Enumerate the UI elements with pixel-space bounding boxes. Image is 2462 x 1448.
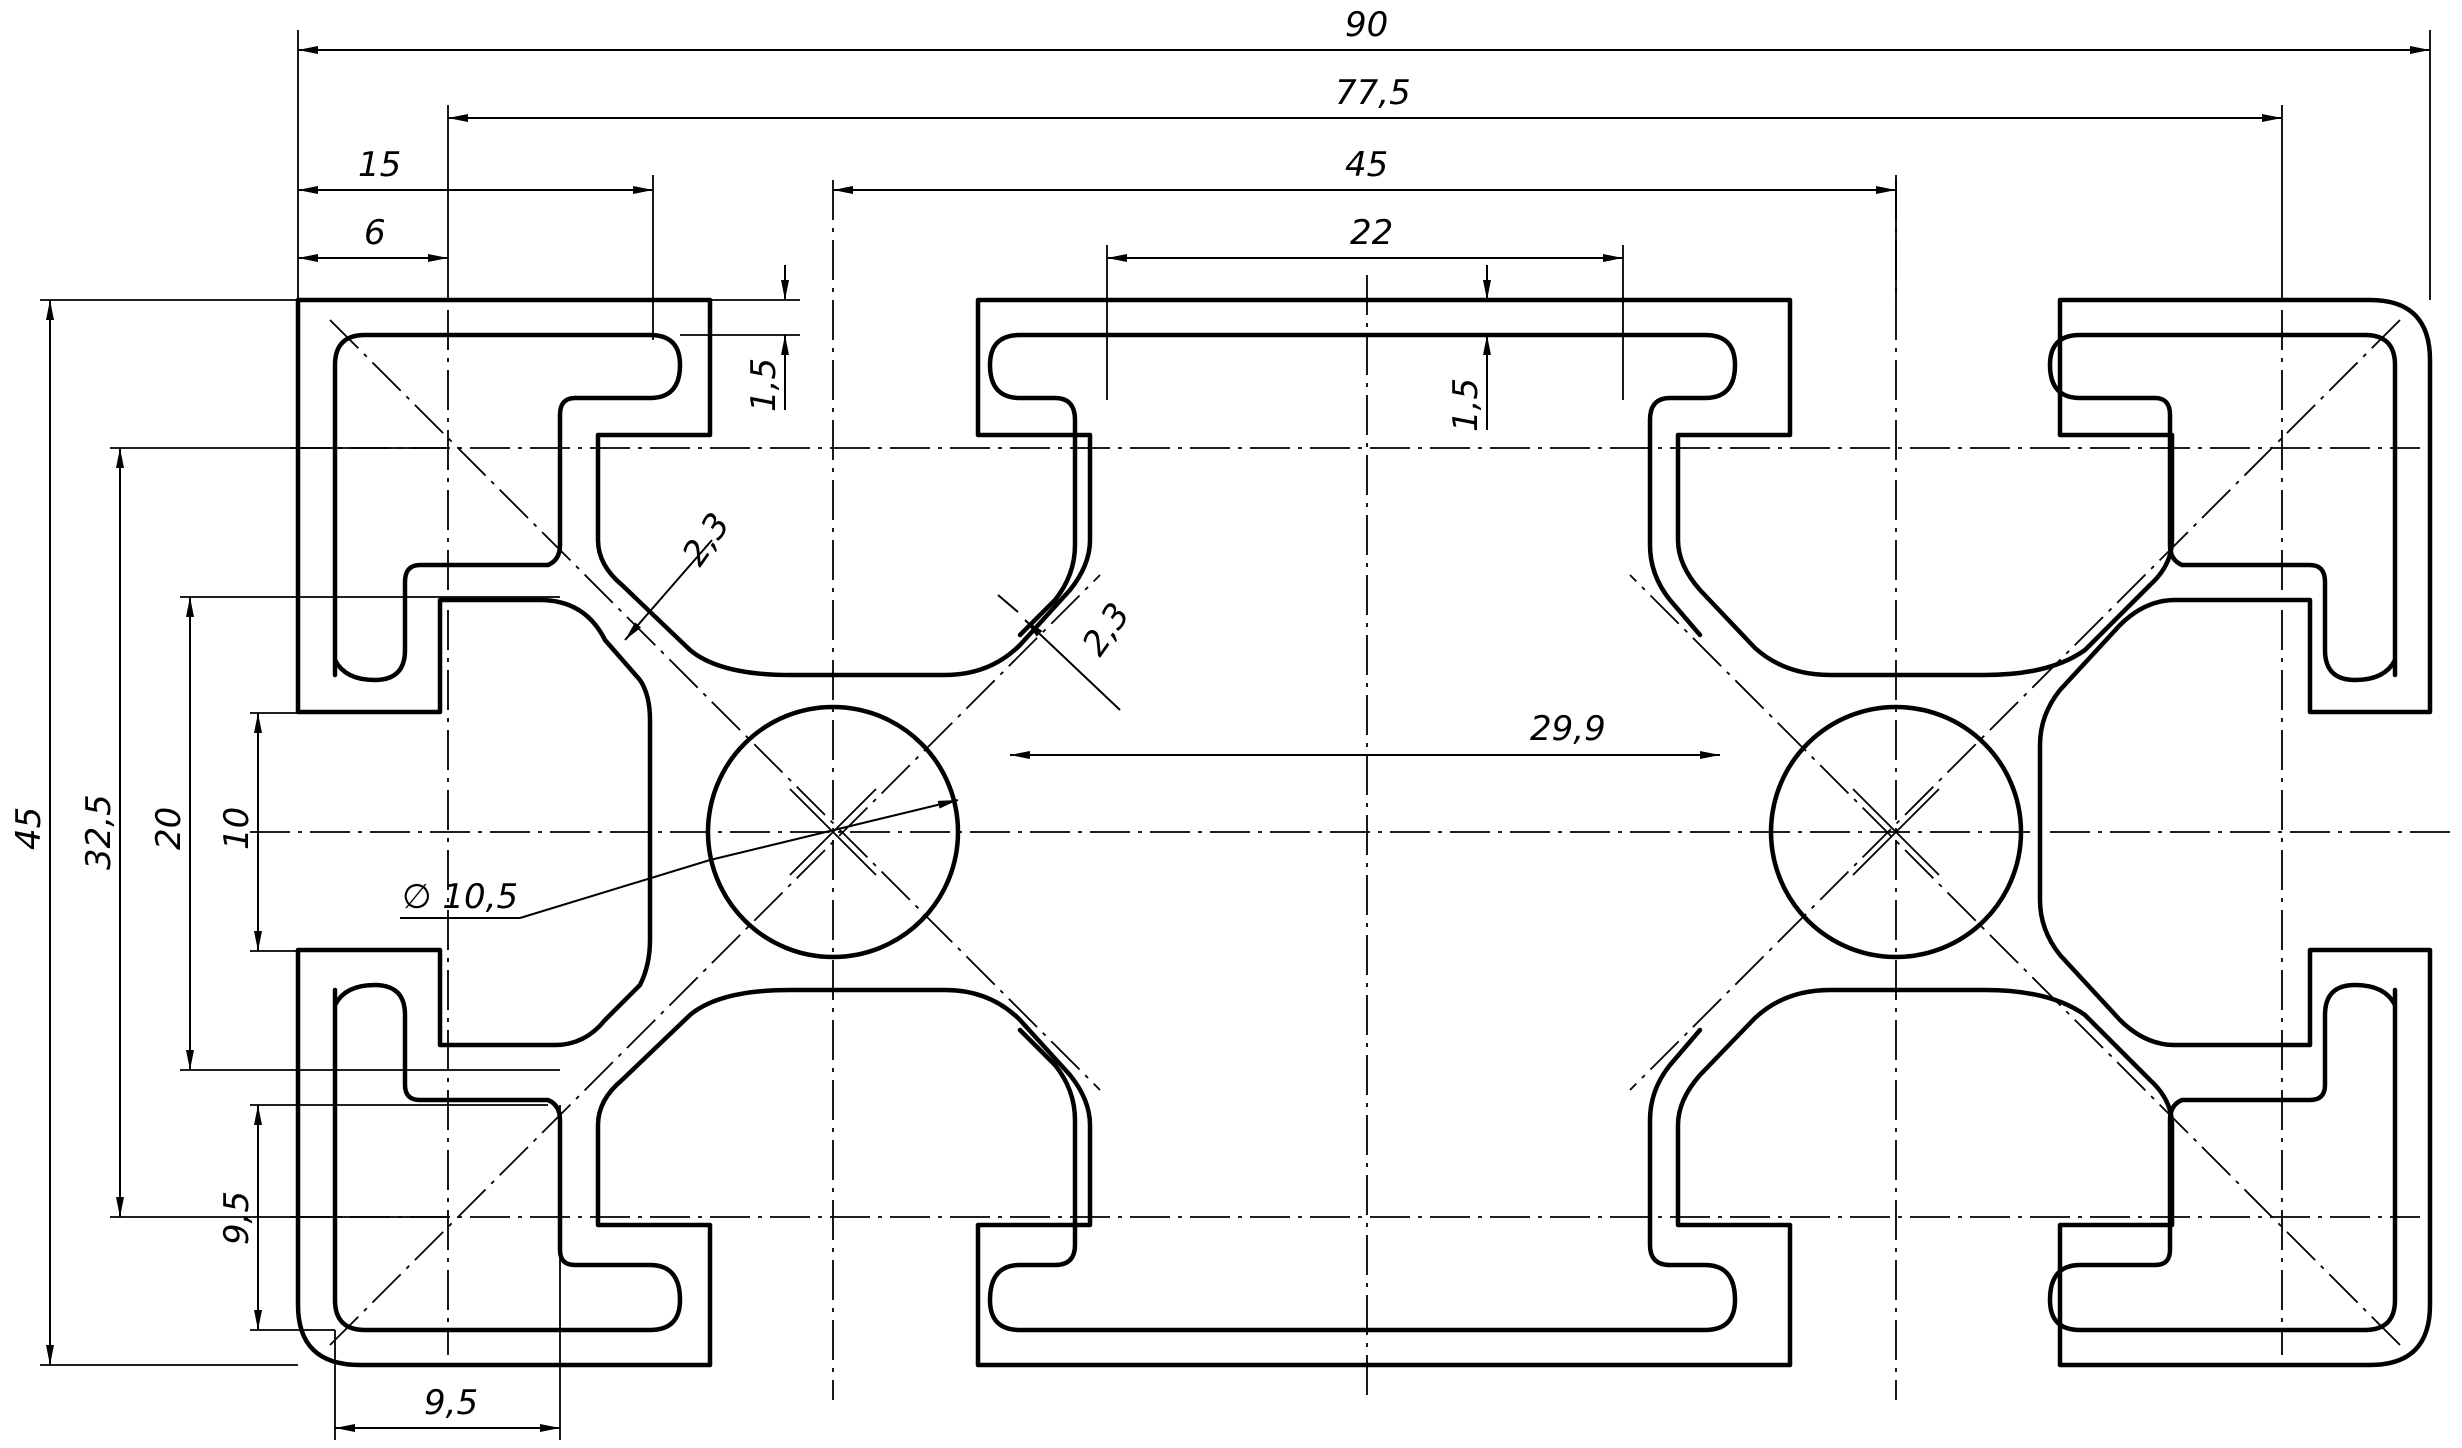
center-lines [250, 180, 2455, 1400]
dim-1-5-mid: 1,5 [1446, 378, 1486, 432]
dim-bore-diameter: ∅ 10,5 [402, 877, 518, 917]
slot-right-bottom [2047, 982, 2398, 1333]
dim-32-5: 32,5 [79, 794, 119, 870]
dim-22: 22 [1350, 213, 1393, 253]
dim-6: 6 [364, 213, 386, 253]
slot-left-top [332, 332, 683, 683]
extension-lines [40, 30, 2431, 1440]
dim-15: 15 [358, 145, 401, 185]
profile-outline [295, 297, 2433, 1368]
dim-45-top: 45 [1345, 145, 1388, 185]
dim-2-3-a: 2,3 [675, 506, 739, 573]
dim-10: 10 [217, 807, 257, 850]
dim-90: 90 [1345, 5, 1388, 45]
dim-2-3-b: 2,3 [1075, 596, 1139, 663]
dim-45-left: 45 [9, 807, 49, 850]
dim-20: 20 [149, 807, 189, 850]
slot-left-bottom [332, 982, 683, 1333]
dimension-lines [46, 46, 2430, 1432]
dim-77-5: 77,5 [1335, 73, 1411, 113]
slot-right-top [2047, 332, 2398, 683]
dim-29-9: 29,9 [1530, 709, 1606, 749]
slot-middle-bottom [987, 1027, 1738, 1333]
left-top-slot-outer [295, 297, 2433, 1368]
dim-9-5-vertical: 9,5 [217, 1191, 257, 1245]
dim-1-5-left: 1,5 [744, 358, 784, 412]
slot-middle-top [987, 332, 1738, 638]
bore-crosses [789, 788, 1940, 876]
dimension-labels: 90 77,5 45 22 15 6 1,5 1,5 2,3 2,3 29,9 … [9, 5, 1606, 1423]
dim-9-5-horizontal: 9,5 [424, 1383, 478, 1423]
